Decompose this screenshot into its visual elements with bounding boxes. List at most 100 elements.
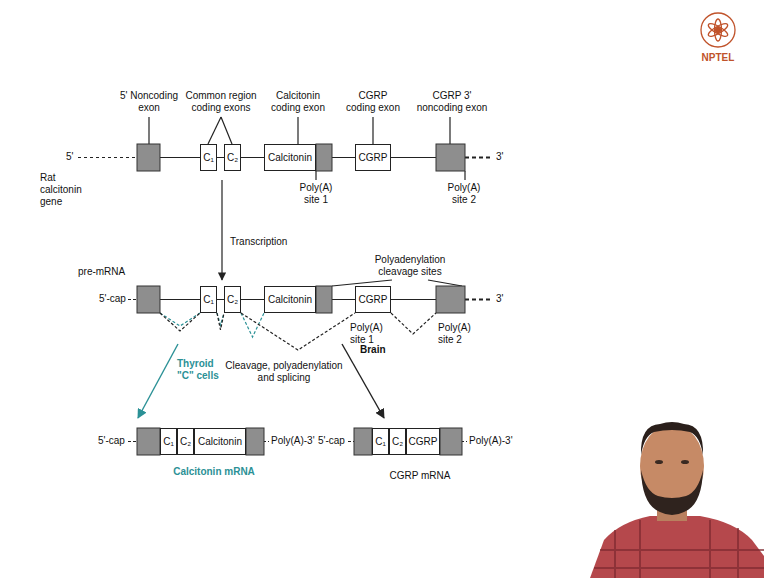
exon-box: CGRP <box>406 428 440 455</box>
strand-end: 5' <box>66 151 73 163</box>
leader-line <box>221 117 232 144</box>
exon-box: C₁ <box>200 286 217 313</box>
molecule-label: pre-mRNA <box>78 266 125 278</box>
brain-arrow <box>342 344 384 418</box>
logo-petal <box>707 21 730 38</box>
cap-label: 5'-cap <box>318 435 345 447</box>
transcription-arrow <box>221 180 222 280</box>
exon-name: CGRP <box>359 294 388 305</box>
leader-line <box>148 117 149 144</box>
exon-name: CGRP <box>409 436 438 447</box>
cap-link <box>128 299 137 300</box>
thyroid-arrow <box>138 344 178 418</box>
step-label: Transcription <box>230 236 287 248</box>
polya-site-label: Poly(A) site 2 <box>438 322 484 346</box>
noncoding-exon <box>436 286 465 313</box>
nptel-logo <box>701 13 735 47</box>
exon-name: Calcitonin <box>268 294 312 305</box>
exon-box: C₂ <box>389 428 406 455</box>
exon-box: Calcitonin <box>264 286 316 313</box>
shirt-check <box>737 528 739 578</box>
leader-line <box>297 117 298 144</box>
shirt-check <box>600 549 764 551</box>
exon-name: C₁ <box>163 436 174 447</box>
splice-connector <box>241 313 355 350</box>
exon-label: Common region coding exons <box>184 90 258 114</box>
noncoding-exon <box>316 286 332 313</box>
polya-site-label: Poly(A) site 2 <box>441 182 487 206</box>
tail-label: Poly(A)-3' <box>469 435 513 447</box>
exon-label: 5' Noncoding exon <box>116 90 182 114</box>
leader-line <box>428 280 462 286</box>
noncoding-exon <box>440 428 462 455</box>
splice-path <box>160 313 200 331</box>
logo-center <box>716 28 721 33</box>
splice-connector <box>217 313 224 330</box>
site-label: Polyadenylation cleavage sites <box>368 254 452 278</box>
exon-box: CGRP <box>355 286 391 313</box>
exon-name: C₂ <box>227 152 238 163</box>
exon-label: CGRP coding exon <box>343 90 403 114</box>
logo-text: NPTEL <box>702 52 735 64</box>
exon-box: C₁ <box>372 428 389 455</box>
cap-label: 5'-cap <box>98 435 125 447</box>
presenter-figure <box>590 422 764 578</box>
eye <box>681 460 689 464</box>
strand-end: 3' <box>496 151 503 163</box>
beard <box>641 470 703 515</box>
shirt-check <box>614 530 616 578</box>
noncoding-exon <box>137 428 160 455</box>
leader-line <box>208 117 221 144</box>
exon-name: Calcitonin <box>268 152 312 163</box>
gene-name: Rat calcitonin gene <box>40 172 92 208</box>
shirt-check <box>594 567 764 569</box>
hair <box>641 422 703 455</box>
tissue-label: Brain <box>360 344 386 356</box>
cap-label: 5'-cap <box>99 293 126 305</box>
shirt <box>590 516 764 578</box>
noncoding-exon <box>354 428 372 455</box>
exon-name: C₁ <box>203 152 214 163</box>
gene-flank <box>78 157 137 158</box>
tissue-label: Thyroid "C" cells <box>177 358 225 382</box>
leader-line <box>464 171 465 180</box>
noncoding-exon <box>137 286 160 313</box>
tail-label: Poly(A)-3' <box>271 435 315 447</box>
exon-name: C₂ <box>392 436 403 447</box>
tail-link <box>264 441 269 442</box>
splice-path <box>391 313 436 334</box>
polya-site-label: Poly(A) site 1 <box>293 182 339 206</box>
exon-name: C₂ <box>180 436 191 447</box>
noncoding-exon <box>246 428 264 455</box>
exon-name: CGRP <box>359 152 388 163</box>
splice-path <box>160 313 200 326</box>
cap-link <box>348 441 354 442</box>
tail-link <box>462 441 467 442</box>
exon-box: C₂ <box>177 428 194 455</box>
exon-box: C₂ <box>224 286 241 313</box>
exon-name: Calcitonin <box>198 436 242 447</box>
noncoding-exon <box>436 144 465 171</box>
strand-end: 3' <box>496 293 503 305</box>
exon-name: C₂ <box>227 294 238 305</box>
exon-name: C₁ <box>375 436 386 447</box>
exon-box: C₁ <box>160 428 177 455</box>
logo-petal <box>715 19 722 41</box>
polya-site-label: Poly(A) site 1 <box>350 322 396 346</box>
noncoding-exon <box>137 144 160 171</box>
rna-flank <box>465 299 492 301</box>
exon-box: Calcitonin <box>194 428 246 455</box>
exon-label: Calcitonin coding exon <box>267 90 329 114</box>
logo-petal <box>707 21 730 38</box>
exon-name: C₁ <box>203 294 214 305</box>
exon-box: Calcitonin <box>264 144 316 171</box>
leader-line <box>315 171 316 180</box>
exon-box: CGRP <box>355 144 391 171</box>
noncoding-exon <box>316 144 332 171</box>
leader-line <box>372 117 373 144</box>
product-label: Calcitonin mRNA <box>173 466 255 478</box>
logo-ring <box>701 13 735 47</box>
exon-box: C₂ <box>224 144 241 171</box>
cap-link <box>128 441 137 442</box>
